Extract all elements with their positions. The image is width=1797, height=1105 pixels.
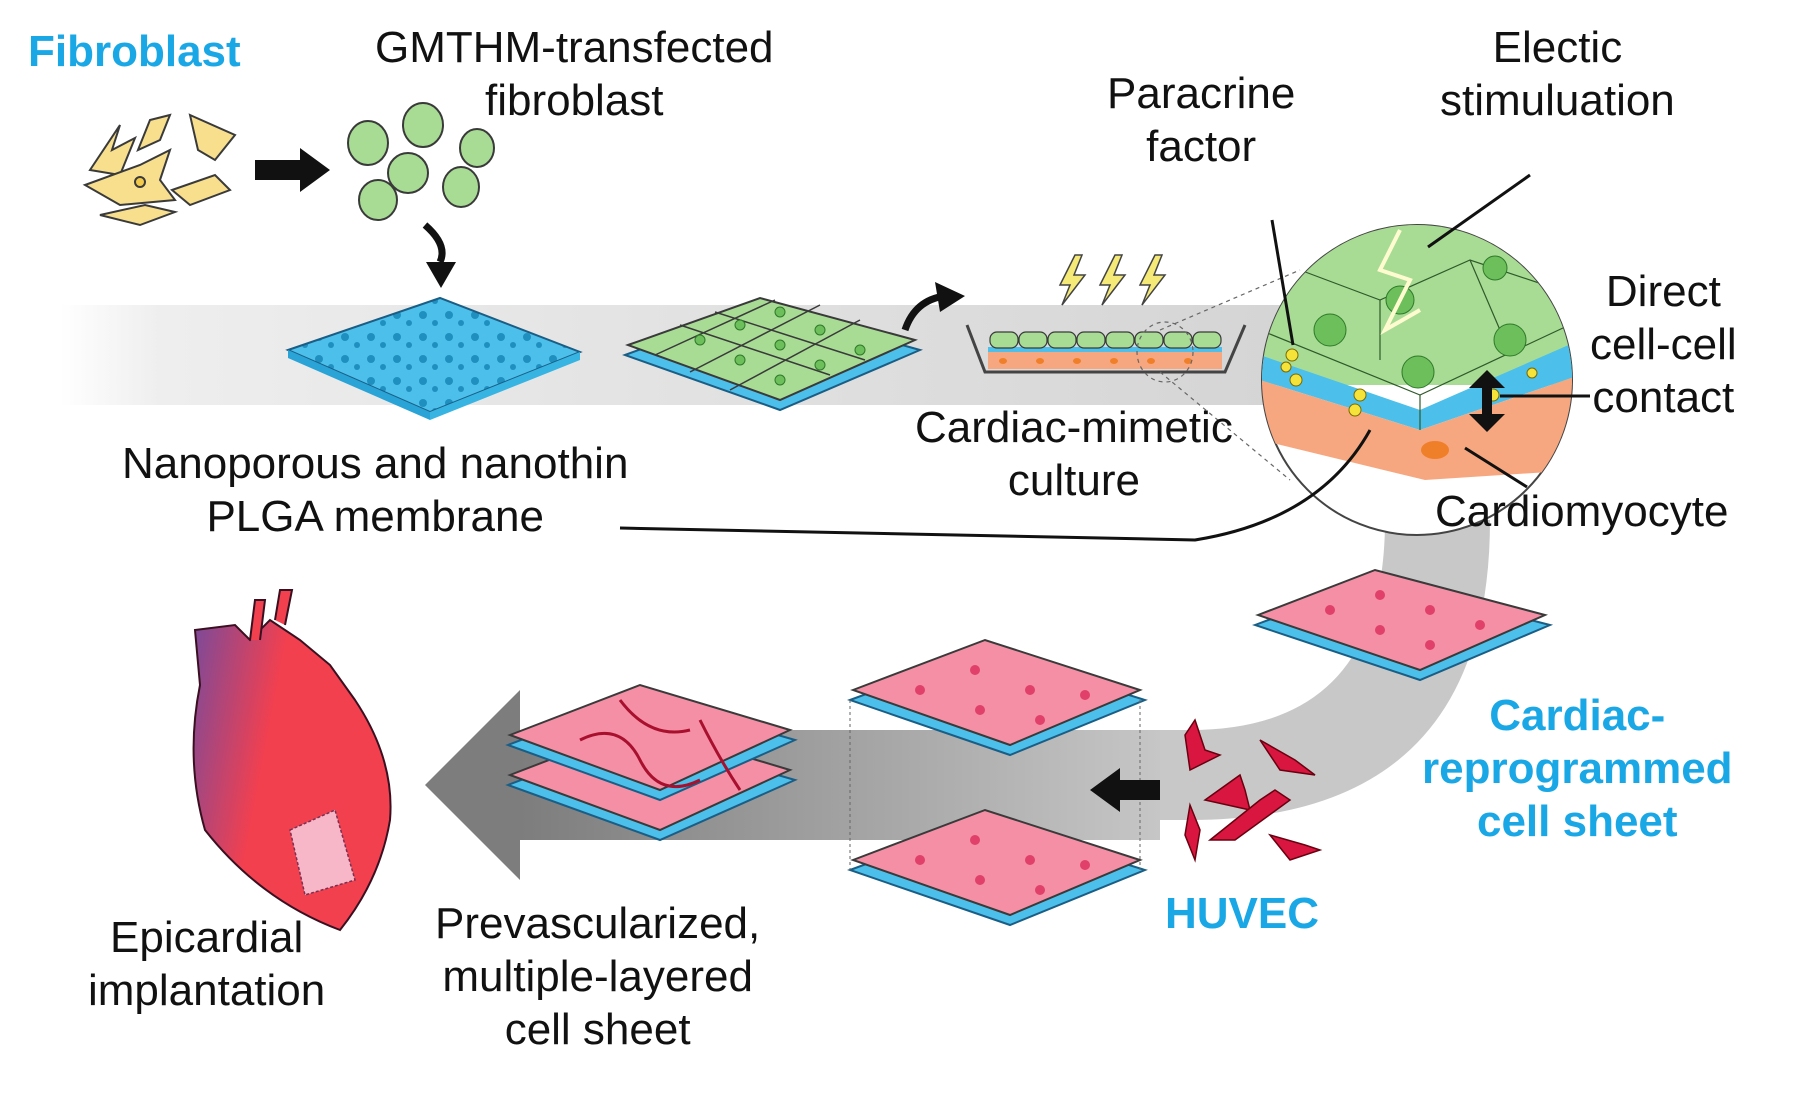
label-electric-line2: stimuluation <box>1440 75 1675 125</box>
label-prevasc-line3: cell sheet <box>504 1004 691 1054</box>
label-prevasc-line2: multiple-layered <box>442 951 753 1001</box>
label-membrane-line2: PLGA membrane <box>206 491 544 541</box>
label-reprogrammed-sheet: Cardiac- reprogrammed cell sheet <box>1422 690 1733 848</box>
arrow-down-head <box>426 262 456 288</box>
heart-illustration <box>192 589 392 932</box>
label-contact-line2: cell-cell <box>1590 319 1737 369</box>
arrow-right-1 <box>255 148 330 192</box>
label-contact-line3: contact <box>1592 372 1735 422</box>
label-epicardial: Epicardial implantation <box>88 912 325 1018</box>
membrane-edge <box>288 350 430 420</box>
label-huvec: HUVEC <box>1165 889 1320 938</box>
label-cardiomyocyte: Cardiomyocyte <box>1435 487 1729 536</box>
arrow-down-curved <box>422 222 446 264</box>
label-membrane: Nanoporous and nanothin PLGA membrane <box>122 438 628 544</box>
arrow-curved-head <box>935 282 965 312</box>
reprogrammed-cell-sheet <box>1252 568 1554 682</box>
bidirectional-arrow <box>1469 370 1505 432</box>
label-gmthm: GMTHM-transfected fibroblast <box>375 22 774 128</box>
big-left-arrow-head <box>425 690 520 880</box>
label-prevasc-line1: Prevascularized, <box>435 899 761 948</box>
label-gmthm-line1: GMTHM-transfected <box>375 23 774 72</box>
label-epicardial-line1: Epicardial <box>110 913 304 962</box>
stacked-sheet-top <box>847 638 1148 757</box>
lightning-bolts <box>1058 254 1167 306</box>
leader-lines <box>619 173 1590 542</box>
label-gmthm-line2: fibroblast <box>484 75 664 125</box>
green-cell-sheet <box>622 296 923 412</box>
label-culture-line1: Cardiac-mimetic <box>915 403 1233 452</box>
label-contact-line1: Direct <box>1605 267 1721 316</box>
label-electric: Electic stimuluation <box>1440 22 1675 128</box>
label-culture-line2: culture <box>1007 455 1140 505</box>
magnification-lines <box>1136 269 1301 481</box>
cell-sheet-patch <box>289 808 356 896</box>
huvec-cells <box>1184 718 1323 863</box>
label-paracrine: Paracrine factor <box>1107 68 1295 174</box>
label-reprogrammed-line3: cell sheet <box>1476 796 1678 846</box>
prevascularized-sheet <box>505 683 798 842</box>
label-culture: Cardiac-mimetic culture <box>915 402 1233 508</box>
fibroblast-cells <box>82 113 237 227</box>
culture-dish <box>965 324 1247 374</box>
membrane-edge-right <box>430 352 580 420</box>
label-prevascularized: Prevascularized, multiple-layered cell s… <box>435 898 760 1056</box>
label-membrane-line1: Nanoporous and nanothin <box>122 439 629 488</box>
label-fibroblast: Fibroblast <box>28 27 241 76</box>
label-reprogrammed-line2: reprogrammed <box>1422 743 1733 793</box>
label-electric-line1: Electic <box>1492 23 1623 72</box>
label-epicardial-line2: implantation <box>88 965 326 1015</box>
stacked-sheet-bottom <box>847 808 1148 927</box>
transfected-fibroblast-cells <box>347 102 495 221</box>
label-contact: Direct cell-cell contact <box>1590 266 1737 424</box>
label-reprogrammed-line1: Cardiac- <box>1489 691 1666 740</box>
label-paracrine-line1: Paracrine <box>1107 69 1296 118</box>
label-paracrine-line2: factor <box>1146 121 1257 171</box>
arrow-left-huvec <box>1090 768 1160 812</box>
